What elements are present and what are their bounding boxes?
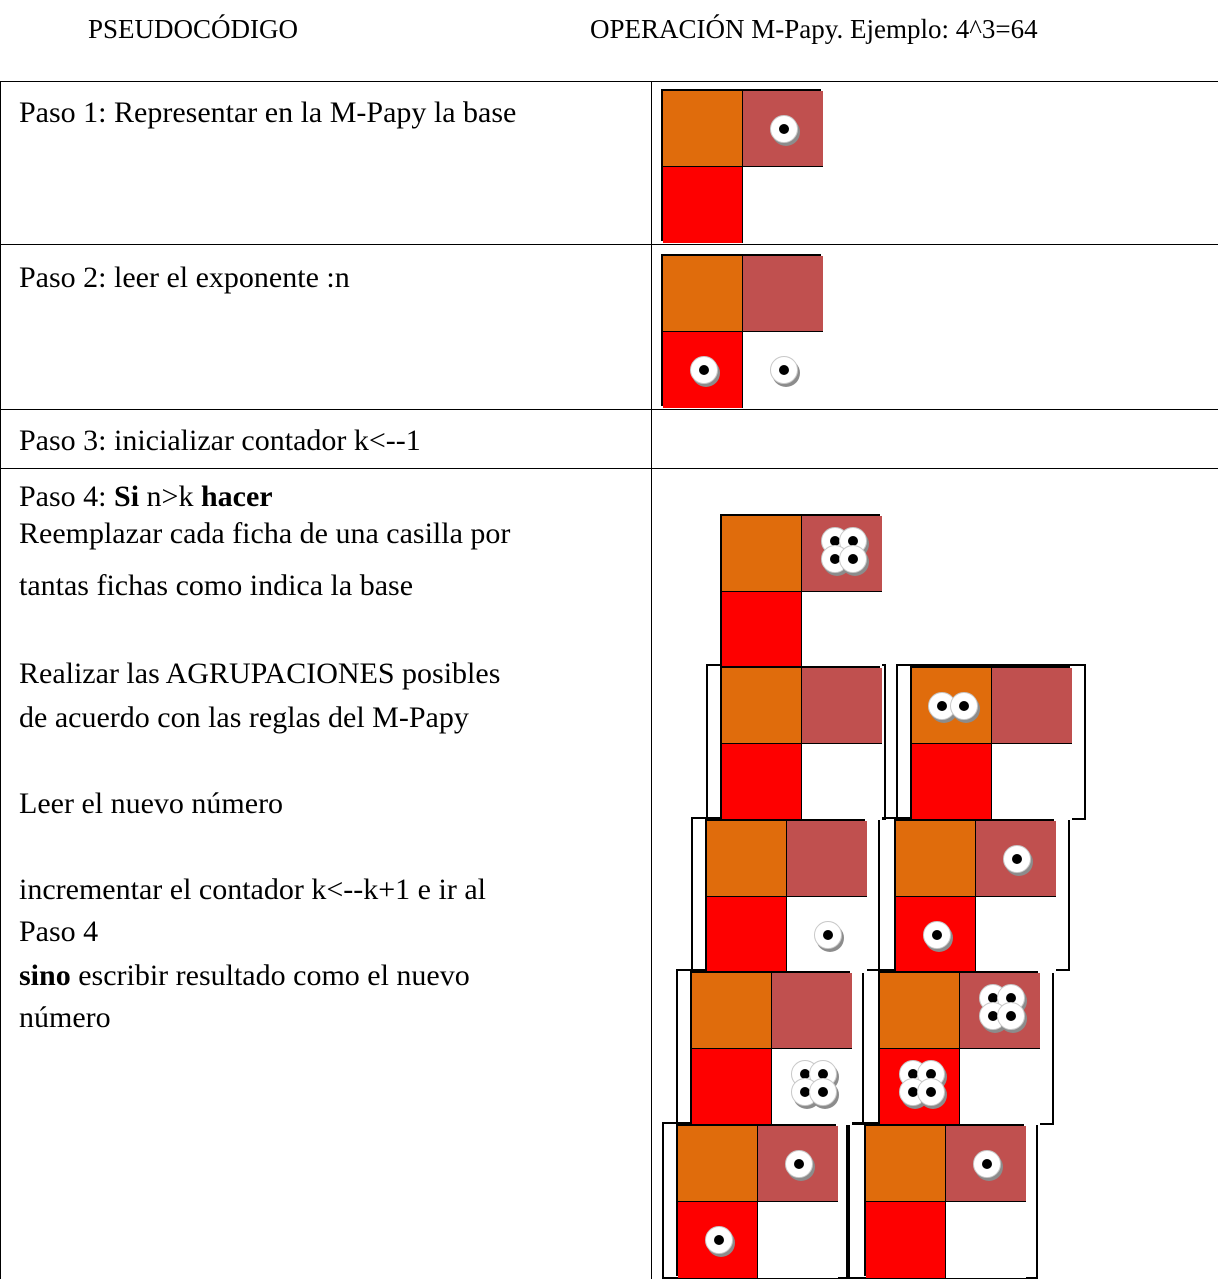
quadrant-white: [802, 744, 882, 820]
table-rule: [0, 81, 1, 1279]
quadrant-red: [866, 1202, 946, 1278]
quadrant-white: [960, 1049, 1040, 1125]
keyword-si: Si: [114, 480, 140, 513]
step-4-line: tantas fichas como indica la base: [19, 569, 414, 602]
quadrant-white: [992, 744, 1072, 820]
step-4-line: de acuerdo con las reglas del M-Papy: [19, 701, 469, 734]
step-4-line: Leer el nuevo número: [19, 787, 284, 820]
quadrant-white: [772, 1049, 852, 1125]
token-chip-icon: [705, 1226, 733, 1254]
token-chip-icon: [814, 921, 842, 949]
quadrant-orange: [722, 516, 802, 592]
token-chip-icon: [839, 545, 867, 573]
table-rule: [0, 409, 1218, 410]
quadrant-orange: [722, 668, 802, 744]
step-4-condition: n>k: [139, 480, 201, 513]
step-2-text: Paso 2: leer el exponente :n: [19, 261, 350, 294]
mpapy-board: [878, 971, 1040, 1125]
quadrant-white: [743, 332, 823, 408]
quadrant-red: [722, 592, 802, 668]
token-chip-icon: [923, 921, 951, 949]
table-rule: [0, 81, 1218, 82]
mpapy-board: [864, 1124, 1026, 1278]
step-4-line: incrementar el contador k<--k+1 e ir al: [19, 873, 486, 906]
mpapy-board: [705, 819, 867, 973]
quadrant-red: [663, 167, 743, 243]
step-4-line-sino: sino escribir resultado como el nuevo: [19, 959, 470, 993]
token-chip-icon: [997, 1002, 1025, 1030]
token-chip-icon: [690, 356, 718, 384]
quadrant-white: [743, 167, 823, 243]
step-3-text: Paso 3: inicializar contador k<--1: [19, 424, 421, 457]
mpapy-board-exponent: [661, 254, 823, 408]
quadrant-rose: [787, 821, 867, 897]
header-operation: OPERACIÓN M-Papy. Ejemplo: 4^3=64: [590, 14, 1038, 44]
step-4-heading: Paso 4: Si n>k hacer: [19, 480, 273, 514]
step-4-line: número: [19, 1001, 111, 1034]
token-chip-icon: [1003, 845, 1031, 873]
quadrant-orange: [707, 821, 787, 897]
quadrant-rose: [743, 91, 823, 167]
quadrant-white: [758, 1202, 838, 1278]
quadrant-orange: [896, 821, 976, 897]
quadrant-orange: [912, 668, 992, 744]
mpapy-board: [690, 971, 852, 1125]
mpapy-board: [676, 1124, 838, 1278]
table-rule: [0, 468, 1218, 469]
quadrant-red: [722, 744, 802, 820]
quadrant-orange: [678, 1126, 758, 1202]
table-rule: [0, 244, 1218, 245]
step-4-prefix: Paso 4:: [19, 480, 115, 513]
token-chip-icon: [950, 692, 978, 720]
mpapy-board: [720, 666, 882, 820]
mpapy-board: [910, 666, 1072, 820]
quadrant-orange: [880, 973, 960, 1049]
quadrant-white: [946, 1202, 1026, 1278]
mpapy-board-base: [661, 89, 823, 243]
step-4-line: Paso 4: [19, 915, 99, 948]
table-rule: [651, 81, 652, 1279]
quadrant-red: [692, 1049, 772, 1125]
quadrant-rose: [976, 821, 1056, 897]
quadrant-white: [787, 897, 867, 973]
step-4-line: Realizar las AGRUPACIONES posibles: [19, 657, 501, 690]
quadrant-rose: [946, 1126, 1026, 1202]
quadrant-orange: [866, 1126, 946, 1202]
quadrant-rose: [772, 973, 852, 1049]
token-chip-icon: [973, 1150, 1001, 1178]
quadrant-rose: [992, 668, 1072, 744]
quadrant-red: [912, 744, 992, 820]
quadrant-white: [976, 897, 1056, 973]
step-4-sino-text: escribir resultado como el nuevo: [70, 959, 470, 992]
quadrant-orange: [692, 973, 772, 1049]
quadrant-white: [802, 592, 882, 668]
token-chip-icon: [770, 356, 798, 384]
step-1-text: Paso 1: Representar en la M-Papy la base: [19, 96, 517, 129]
token-chip-icon: [917, 1078, 945, 1106]
quadrant-red: [896, 897, 976, 973]
quadrant-orange: [663, 91, 743, 167]
mpapy-board: [894, 819, 1056, 973]
quadrant-rose: [802, 516, 882, 592]
quadrant-rose: [960, 973, 1040, 1049]
quadrant-rose: [743, 256, 823, 332]
token-chip-icon: [785, 1150, 813, 1178]
quadrant-rose: [758, 1126, 838, 1202]
header-pseudocode: PSEUDOCÓDIGO: [88, 14, 299, 44]
quadrant-rose: [802, 668, 882, 744]
mpapy-board: [720, 514, 882, 668]
step-4-line: Reemplazar cada ficha de una casilla por: [19, 517, 511, 550]
keyword-hacer: hacer: [200, 480, 273, 513]
keyword-sino: sino: [19, 959, 71, 992]
token-chip-icon: [809, 1078, 837, 1106]
token-chip-icon: [770, 115, 798, 143]
quadrant-orange: [663, 256, 743, 332]
quadrant-red: [678, 1202, 758, 1278]
quadrant-red: [707, 897, 787, 973]
quadrant-red: [880, 1049, 960, 1125]
quadrant-red: [663, 332, 743, 408]
